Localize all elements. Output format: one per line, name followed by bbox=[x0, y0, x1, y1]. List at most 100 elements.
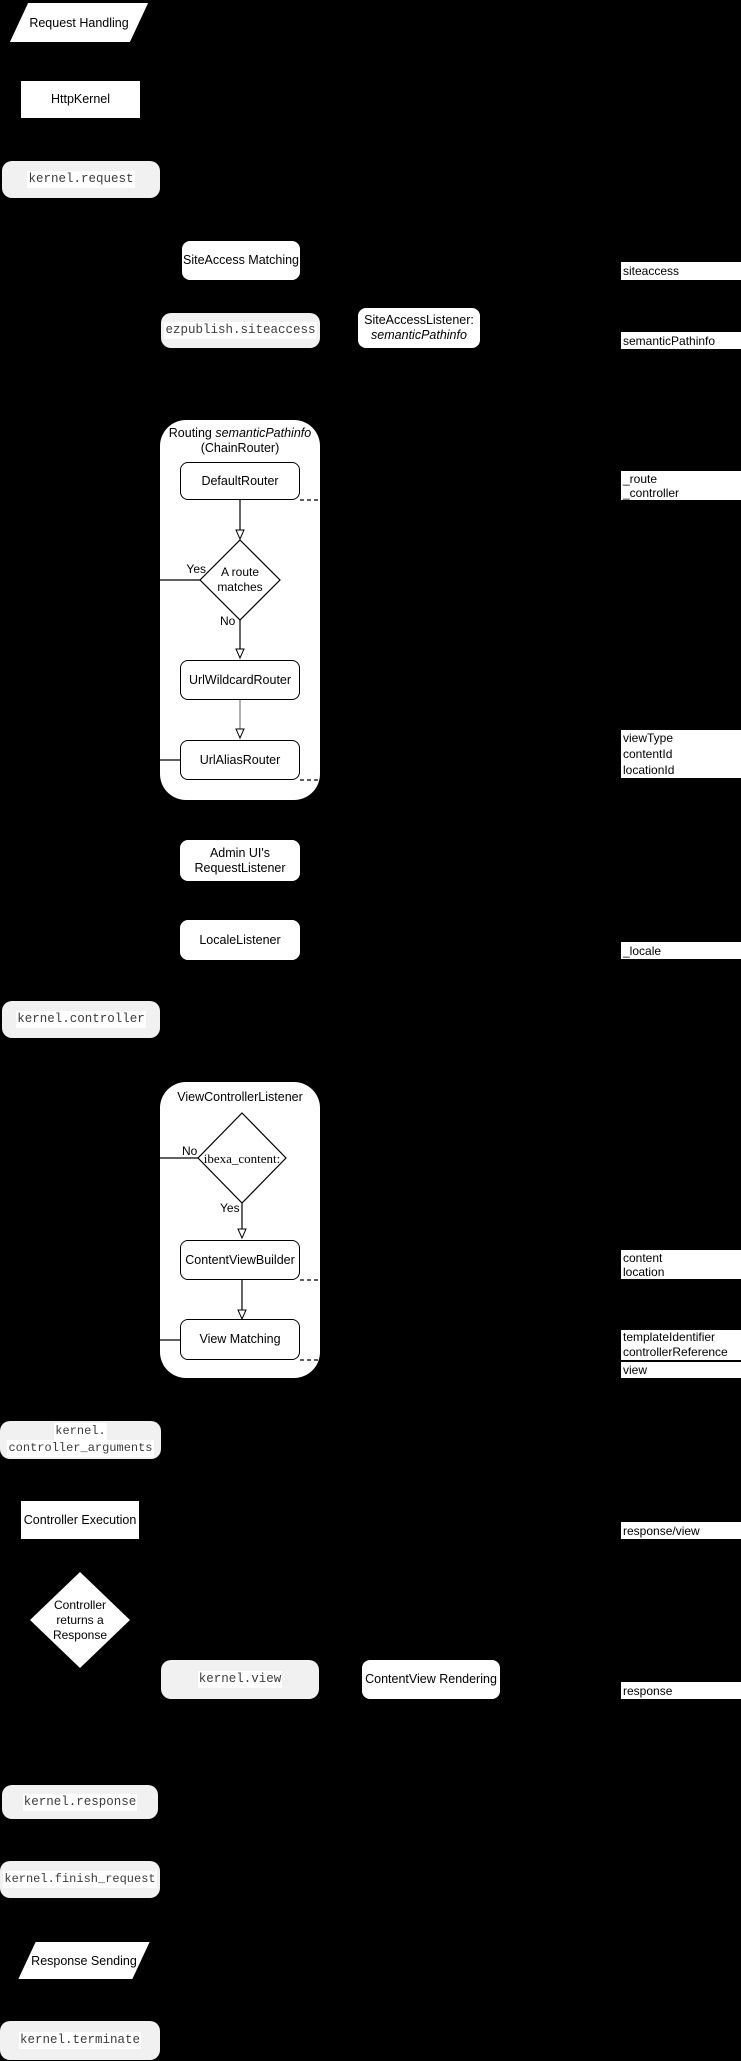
url-alias-router-label: UrlAliasRouter bbox=[199, 752, 281, 767]
param-label: locationId bbox=[623, 763, 675, 777]
admin-ui-line1: Admin UI's bbox=[209, 845, 271, 860]
kernel-request-event: kernel.request bbox=[2, 161, 160, 198]
param-bar-route-controller: _route _controller bbox=[621, 471, 741, 500]
param-label: _locale bbox=[623, 943, 662, 958]
default-router-node: DefaultRouter bbox=[180, 462, 300, 500]
route-matches-text: A route matches bbox=[200, 565, 280, 595]
siteaccess-matching-node: SiteAccess Matching bbox=[182, 241, 300, 280]
url-wildcard-router-label: UrlWildcardRouter bbox=[188, 672, 292, 687]
param-bar-semantic-pathinfo: semanticPathinfo bbox=[621, 332, 741, 349]
view-controller-title: ViewControllerListener bbox=[177, 1090, 303, 1104]
kernel-view-event: kernel.view bbox=[161, 1660, 319, 1699]
param-label: viewType bbox=[623, 731, 674, 745]
param-bar-content-location: content location bbox=[621, 1250, 741, 1279]
decision-line2: matches bbox=[217, 580, 263, 594]
diamond-shape bbox=[30, 1572, 130, 1668]
param-bar-locale: _locale bbox=[621, 942, 741, 959]
contentview-rendering-label: ContentView Rendering bbox=[365, 1672, 497, 1686]
kernel-request-label: kernel.request bbox=[27, 171, 135, 188]
kernel-controller-arguments-event: kernel. controller_arguments bbox=[0, 1421, 161, 1459]
param-label: templateIdentifier bbox=[623, 1330, 716, 1344]
siteaccess-listener-node: SiteAccessListener: semanticPathinfo bbox=[358, 308, 480, 348]
routing-subtitle: (ChainRouter) bbox=[200, 441, 280, 455]
admin-ui-line2: RequestListener bbox=[194, 860, 286, 875]
siteaccess-listener-line1: SiteAccessListener: bbox=[364, 313, 474, 327]
yes-label: Yes bbox=[220, 1201, 240, 1215]
kernel-terminate-label: kernel.terminate bbox=[18, 2032, 142, 2049]
param-bar-siteaccess: siteaccess bbox=[621, 262, 741, 280]
response-diamond bbox=[30, 1572, 130, 1668]
routing-container: Routing semanticPathinfo (ChainRouter) D… bbox=[160, 420, 320, 800]
param-label: response bbox=[623, 1683, 673, 1698]
kernel-view-label: kernel.view bbox=[197, 1671, 283, 1688]
kernel-controller-arguments-line1: kernel. bbox=[54, 1423, 107, 1440]
siteaccess-matching-label: SiteAccess Matching bbox=[182, 253, 300, 267]
param-bar-response-view: response/view bbox=[621, 1522, 741, 1539]
no-label: No bbox=[182, 1144, 198, 1158]
httpkernel-node: HttpKernel bbox=[21, 81, 140, 118]
param-bar-view: view bbox=[621, 1362, 741, 1378]
param-label: content bbox=[623, 1250, 663, 1265]
ezpublish-siteaccess-label: ezpublish.siteaccess bbox=[164, 322, 317, 339]
locale-listener-label: LocaleListener bbox=[199, 932, 281, 947]
view-controller-listener-container: ViewControllerListener No ibexa_content:… bbox=[160, 1082, 320, 1378]
controller-returns-text: Controller returns a Response bbox=[40, 1598, 120, 1643]
param-bar-view-params: viewType contentId locationId bbox=[621, 730, 741, 778]
kernel-response-label: kernel.response bbox=[22, 1793, 138, 1811]
returns-line3: Response bbox=[52, 1628, 108, 1642]
param-label: _controller bbox=[623, 485, 680, 500]
returns-line1: Controller bbox=[53, 1598, 107, 1612]
default-router-label: DefaultRouter bbox=[201, 473, 279, 488]
controller-returns-response-node: Controller returns a Response bbox=[30, 1572, 130, 1668]
param-label: _route bbox=[623, 471, 658, 486]
url-alias-router-node: UrlAliasRouter bbox=[180, 740, 300, 780]
locale-listener-node: LocaleListener bbox=[180, 920, 300, 960]
arrowhead bbox=[235, 529, 245, 541]
returns-line2: returns a bbox=[56, 1613, 104, 1627]
yes-label: Yes bbox=[186, 562, 206, 576]
kernel-controller-event: kernel.controller bbox=[2, 1001, 160, 1038]
ezpublish-siteaccess-event: ezpublish.siteaccess bbox=[161, 313, 320, 348]
kernel-finish-request-label: kernel.finish_request bbox=[3, 1871, 157, 1888]
no-label: No bbox=[220, 614, 236, 628]
routing-title: Routing semanticPathinfo bbox=[160, 426, 320, 441]
routing-title-italic: semanticPathinfo bbox=[215, 426, 312, 440]
request-handling-label: Request Handling bbox=[29, 15, 129, 30]
arrowhead bbox=[237, 1309, 247, 1321]
admin-ui-request-listener-node: Admin UI's RequestListener bbox=[180, 840, 300, 881]
ibexa-content-text: ibexa_content: bbox=[203, 1151, 281, 1166]
param-bar-template-controller: templateIdentifier controllerReference bbox=[621, 1330, 741, 1360]
kernel-controller-label: kernel.controller bbox=[16, 1011, 146, 1028]
kernel-response-event: kernel.response bbox=[2, 1785, 158, 1819]
decision-line1: A route bbox=[220, 565, 260, 579]
view-controller-connectors bbox=[160, 1112, 320, 1361]
controller-execution-node: Controller Execution bbox=[21, 1501, 139, 1539]
response-sending-node: Response Sending bbox=[18, 1942, 150, 1979]
param-bar-response: response bbox=[621, 1682, 741, 1699]
arrowhead bbox=[235, 648, 245, 660]
url-wildcard-router-node: UrlWildcardRouter bbox=[180, 660, 300, 700]
view-matching-label: View Matching bbox=[199, 1332, 281, 1346]
contentview-rendering-node: ContentView Rendering bbox=[362, 1660, 500, 1699]
controller-execution-label: Controller Execution bbox=[23, 1512, 137, 1527]
param-label: response/view bbox=[623, 1523, 700, 1538]
kernel-finish-request-event: kernel.finish_request bbox=[0, 1861, 160, 1898]
siteaccess-listener-line2: semanticPathinfo bbox=[371, 328, 467, 342]
kernel-controller-arguments-line2: controller_arguments bbox=[7, 1440, 154, 1457]
param-label: controllerReference bbox=[623, 1345, 728, 1359]
param-label: location bbox=[623, 1264, 665, 1279]
param-label: contentId bbox=[623, 747, 673, 761]
httpkernel-label: HttpKernel bbox=[50, 92, 111, 106]
response-sending-label: Response Sending bbox=[31, 1953, 137, 1968]
arrowhead bbox=[237, 1228, 247, 1240]
param-label: semanticPathinfo bbox=[623, 333, 716, 348]
content-view-builder-label: ContentViewBuilder bbox=[185, 1252, 295, 1267]
routing-title-text: Routing bbox=[168, 426, 216, 440]
param-label: siteaccess bbox=[623, 264, 680, 278]
content-view-builder-node: ContentViewBuilder bbox=[180, 1240, 300, 1280]
arrowhead bbox=[235, 728, 245, 740]
routing-connectors bbox=[160, 499, 320, 781]
param-label: view bbox=[623, 1363, 648, 1377]
view-matching-node: View Matching bbox=[180, 1319, 300, 1360]
